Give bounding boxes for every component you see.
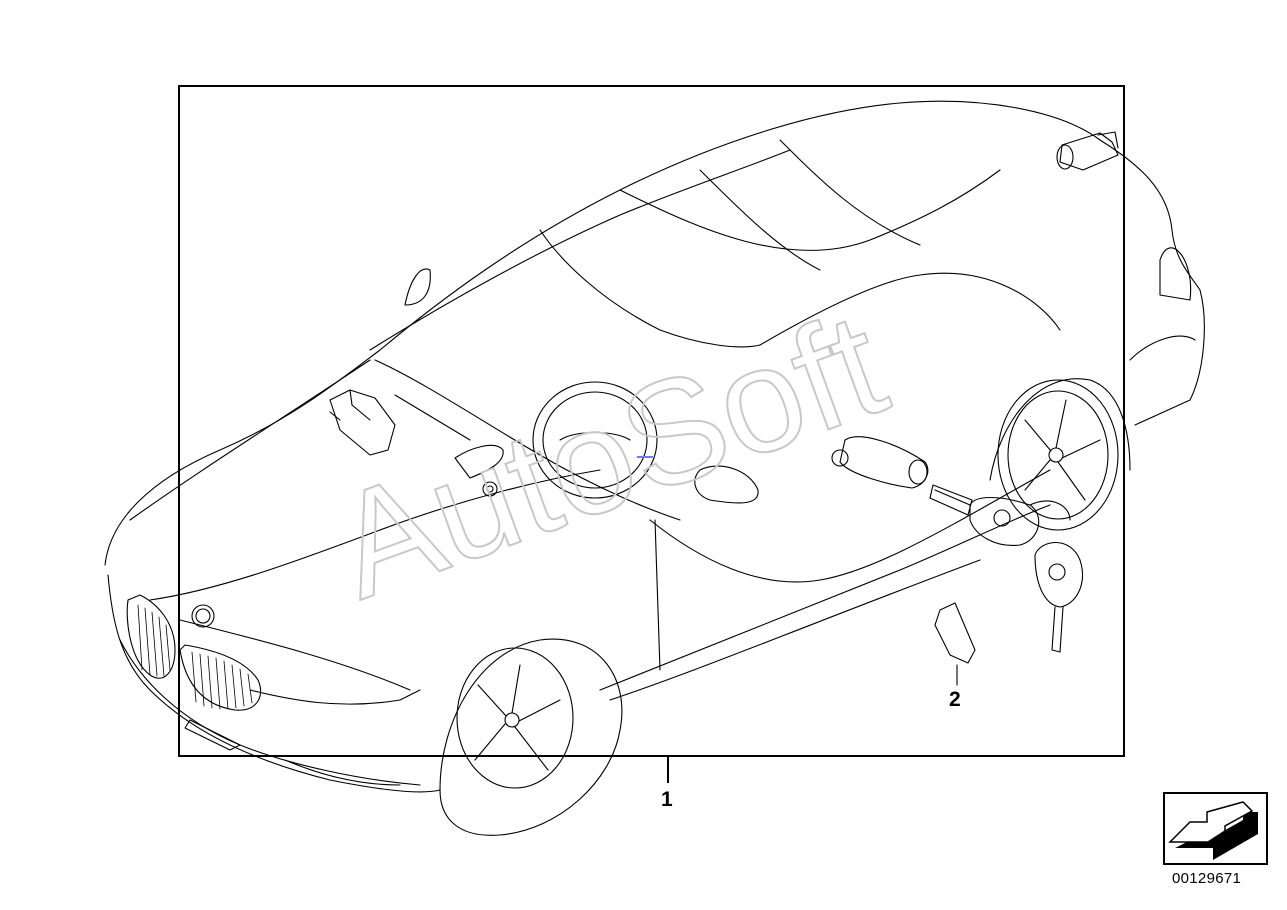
key-remote	[1034, 542, 1083, 653]
car-body	[104, 100, 1205, 836]
lock-cylinder-trunk	[1056, 131, 1119, 171]
control-module-part	[329, 389, 396, 456]
callout-2: 2	[949, 688, 961, 711]
kit-frame	[178, 85, 1125, 757]
ignition-switch-part	[454, 444, 504, 497]
door-lock-cylinder	[831, 436, 929, 489]
arrow-left-down-icon[interactable]	[1163, 792, 1268, 865]
part-number-label: 00129671	[1172, 870, 1242, 887]
key-with-fob	[929, 484, 1071, 546]
watermark-text: AutoSoft	[315, 281, 905, 630]
transponder-chip-part	[934, 602, 976, 664]
callout-1: 1	[661, 788, 673, 811]
